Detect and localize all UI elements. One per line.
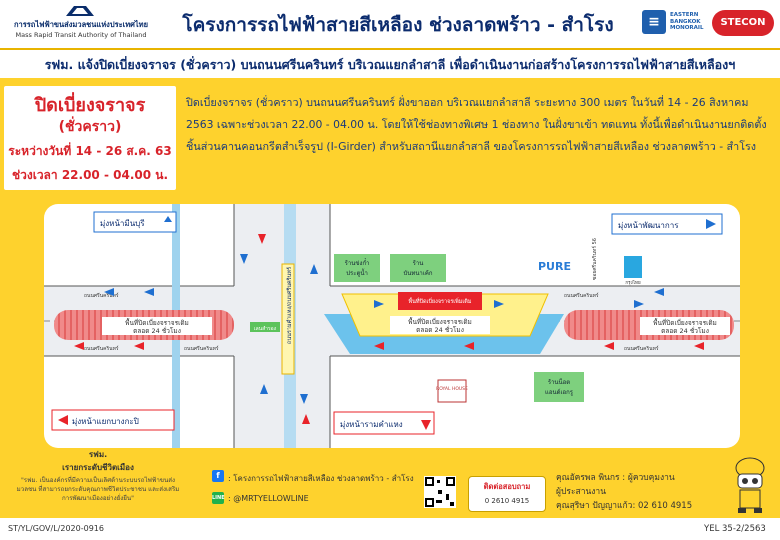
stecon-logo: STECON	[712, 10, 774, 36]
center-closure-sub: ตลอด 24 ชั่วโมง	[416, 325, 464, 334]
new-closure-label: พื้นที่ปิดเบี่ยงจราจรเพิ่มเติม	[408, 297, 471, 305]
subheader: รฟม. แจ้งปิดเบี่ยงจราจร (ชั่วคราว) บนถนน…	[44, 57, 736, 72]
road-label: ถนนศรีนครินทร์	[184, 345, 219, 352]
document-number: YEL 35-2/2563	[704, 524, 766, 534]
arrow-up-icon	[164, 216, 172, 222]
contact-phone: 0 2610 4915	[484, 497, 530, 505]
traffic-map-svg: ถนนรามคำแหง/ถนนศรีนครินทร์ พื้นที่ปิดเบี…	[44, 204, 740, 448]
arrow-right-icon	[706, 219, 716, 229]
coordinator-line: คุณสุริษา ปัญญาแก้ว: 02 610 4915	[556, 501, 693, 511]
direction-phatthanakan-label: มุ่งหน้าพัฒนาการ	[618, 221, 679, 230]
cross-road-label: ถนนรามคำแหง/ถนนศรีนครินทร์	[286, 267, 293, 344]
bank-label: กรุงไทย	[625, 280, 641, 286]
description-line: ชิ้นส่วนคานคอนกรีตสำเร็จรูป (I-Girder) ส…	[186, 140, 757, 153]
cross-road-median	[281, 263, 295, 375]
closure-description: ปิดเบี่ยงจราจร (ชั่วคราว) บนถนนศรีนครินท…	[186, 92, 770, 158]
road-label: ถนนศรีนครินทร์	[84, 345, 119, 352]
shop-prathunam	[334, 254, 380, 282]
mrta-logo: การรถไฟฟ้าขนส่งมวลชนแห่งประเทศไทย Mass R…	[6, 4, 156, 46]
road-label: ถนนศรีนครินทร์	[84, 292, 119, 299]
footer-slogan: รฟม. เรายกระดับชีวิตเมือง "รฟม. เป็นองค์…	[12, 448, 184, 503]
road-label: ถนนศรีนครินทร์	[564, 292, 599, 299]
direction-ramkhamhaeng	[333, 411, 435, 435]
green-lane	[250, 322, 280, 332]
notice-temporary: (ชั่วคราว)	[58, 119, 122, 135]
direction-bangkapi-label: มุ่งหน้าแยกบางกะปิ	[72, 417, 139, 426]
direction-minburi	[93, 211, 177, 233]
contact-label: ติดต่อสอบถาม	[483, 482, 531, 491]
facebook-icon: f	[212, 470, 224, 482]
contact-box: ติดต่อสอบถาม 0 2610 4915	[468, 476, 546, 512]
arrow-left-icon	[58, 415, 68, 425]
krungthai-bank-icon	[624, 256, 642, 278]
mrta-emblem-icon	[66, 6, 94, 16]
shop-nut-label: แอนด์เอกรู	[545, 388, 574, 396]
ebm-text: EASTERN BANGKOK MONORAIL	[670, 12, 704, 31]
right-closure-sub: ตลอด 24 ชั่วโมง	[661, 326, 709, 335]
page-title: โครงการรถไฟฟ้าสายสีเหลือง ช่วงลาดพร้าว -…	[182, 14, 614, 36]
description-line: 2563 เฉพาะช่วงเวลา 22.00 - 04.00 น. โดยใ…	[186, 118, 767, 131]
description-line: ปิดเบี่ยงจราจร (ชั่วคราว) บนถนนศรีนครินท…	[186, 96, 749, 109]
left-closure-label-bg	[102, 317, 212, 335]
shop-nut-label: ร้านน็อต	[548, 377, 570, 386]
direction-minburi-label: มุ่งหน้ามีนบุรี	[100, 219, 145, 228]
notice-dates: ระหว่างวันที่ 14 - 26 ส.ค. 63	[8, 144, 172, 158]
direction-ramkhamhaeng-label: มุ่งหน้ารามคำแหง	[340, 420, 403, 429]
left-closure-label: พื้นที่ปิดเบี่ยงจราจรเดิม	[125, 318, 189, 327]
right-closure-label-bg	[640, 317, 730, 335]
direction-bangkapi	[51, 409, 175, 431]
footer-note: "รฟม. เป็นองค์กรที่มีความเป็นเลิศด้านระบ…	[16, 477, 180, 502]
traffic-arrows-blue	[104, 254, 664, 404]
center-closure-label: พื้นที่ปิดเบี่ยงจราจรเดิม	[408, 317, 472, 326]
notice-title: ปิดเบี่ยงจราจร	[34, 95, 146, 116]
footer-rfm: รฟม.	[88, 450, 108, 459]
shop-cake	[390, 254, 446, 282]
ebm-logo: ≡ EASTERN BANGKOK MONORAIL	[642, 8, 706, 42]
org-name-th: การรถไฟฟ้าขนส่งมวลชนแห่งประเทศไทย	[13, 20, 149, 29]
line-icon: LINE	[212, 492, 225, 504]
traffic-arrows-red	[74, 234, 704, 424]
supervisor-line: คุณอัครพล พินกร : ผู้ควบคุมงาน	[556, 473, 675, 483]
center-closure-label-bg	[390, 316, 490, 334]
mascot-icon	[735, 457, 765, 513]
pure-logo: PURE	[538, 260, 571, 273]
new-closure-zone	[398, 292, 482, 310]
traffic-map: ถนนรามคำแหง/ถนนศรีนครินทร์ พื้นที่ปิดเบี…	[44, 204, 740, 448]
arrow-down-icon	[421, 420, 431, 430]
closure-notice-box: ปิดเบี่ยงจราจร (ชั่วคราว) ระหว่างวันที่ …	[4, 86, 176, 190]
footer-apology: เรายกระดับชีวิตเมือง	[62, 463, 134, 472]
green-lane-label: เลนสำรอง	[254, 326, 277, 332]
document-code: ST/YL/GOV/L/2020-0916	[8, 524, 104, 533]
qr-code-icon	[424, 476, 456, 508]
left-closure-sub: ตลอด 24 ชั่วโมง	[133, 326, 181, 335]
shop-prathunam-label: ร้านข่งก๋ำ	[345, 258, 370, 267]
shop-prathunam-label: ประตูน้ำ	[346, 267, 368, 277]
direction-phatthanakan	[611, 213, 723, 235]
org-name-en: Mass Rapid Transit Authority of Thailand	[15, 31, 147, 39]
road-label: ถนนศรีนครินทร์	[624, 345, 659, 352]
bottom-bar	[0, 518, 780, 540]
royal-house-label: ROYAL HOUSE	[436, 386, 468, 392]
line-link[interactable]: : @MRTYELLOWLINE	[228, 494, 309, 503]
right-closure-label: พื้นที่ปิดเบี่ยงจราจรเดิม	[653, 318, 717, 327]
shop-cake-label: ร้าน	[413, 260, 424, 267]
royal-house-logo	[437, 379, 467, 403]
shop-cake-label: บันทนาเค้ก	[403, 270, 432, 277]
ebm-icon: ≡	[642, 10, 666, 34]
facebook-link[interactable]: : โครงการรถไฟฟ้าสายสีเหลือง ช่วงลาดพร้าว…	[228, 474, 414, 483]
coordinator-label: ผู้ประสานงาน	[556, 487, 607, 497]
shop-nut	[534, 372, 584, 402]
notice-time: ช่วงเวลา 22.00 - 04.00 น.	[11, 168, 169, 182]
soi-label: ซอยศรีนครินทร์ 56	[591, 238, 598, 280]
